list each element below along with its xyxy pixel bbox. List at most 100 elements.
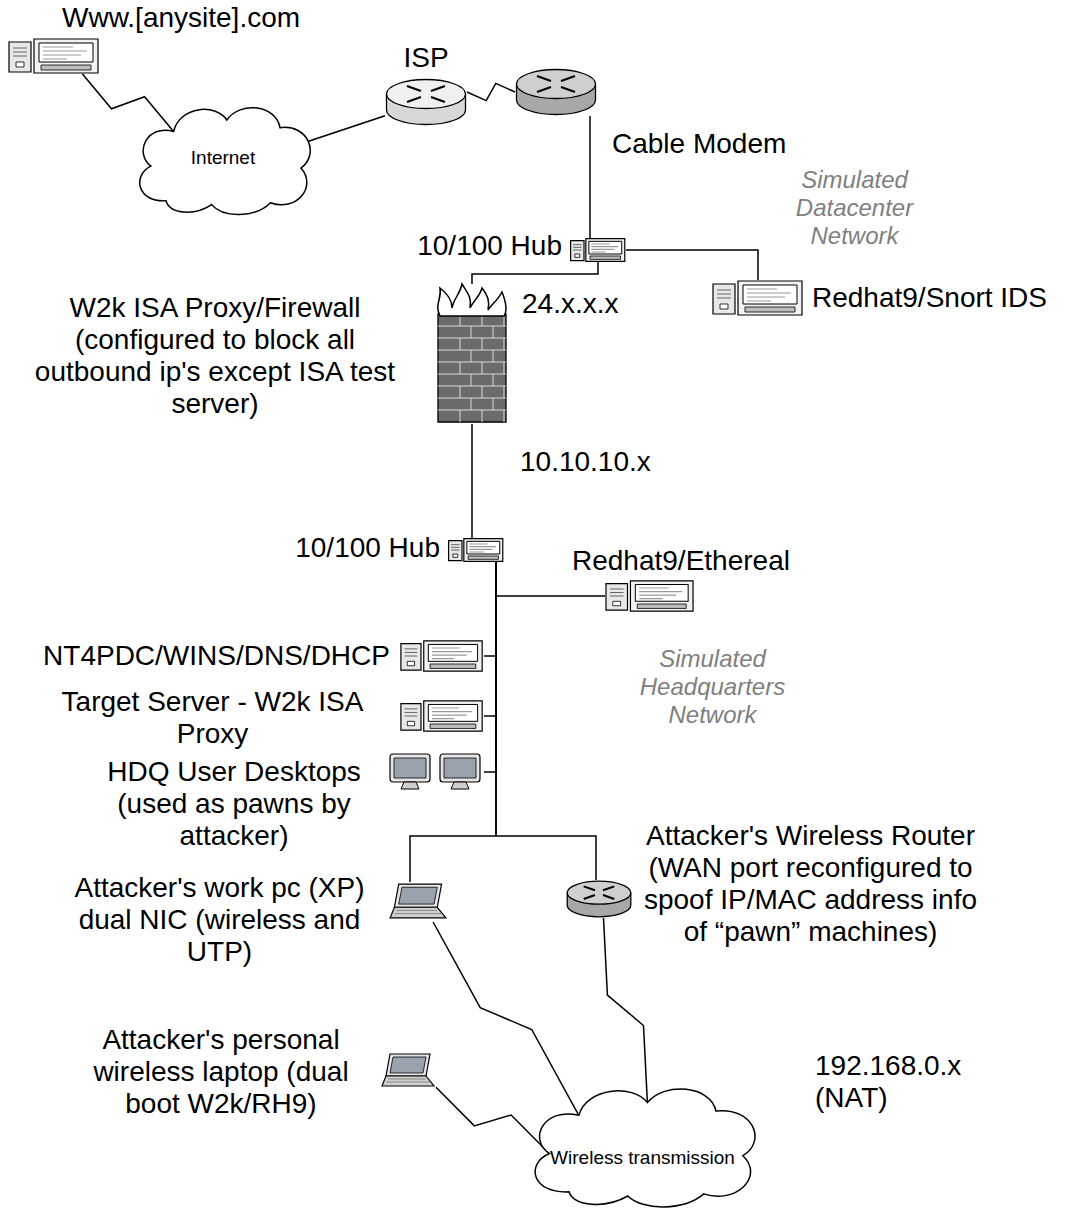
icon-part bbox=[438, 338, 506, 339]
ids-server: Redhat9/Snort IDS bbox=[712, 280, 804, 316]
icon-part bbox=[637, 604, 686, 608]
icon-part bbox=[453, 554, 458, 557]
target-server: Target Server - W2k ISA Proxy bbox=[400, 700, 484, 732]
domain-controller-icon bbox=[400, 640, 484, 672]
icon-part bbox=[504, 386, 505, 398]
icon-part bbox=[43, 47, 87, 59]
ids-server-icon bbox=[712, 280, 804, 316]
network-cable bbox=[484, 562, 496, 716]
network-cable bbox=[309, 116, 386, 142]
isp-router-icon bbox=[385, 78, 467, 126]
device-label: ISP bbox=[403, 42, 448, 74]
icon-part bbox=[407, 86, 445, 102]
web-server: Www.[anysite].com bbox=[8, 38, 100, 74]
icon-part bbox=[535, 1089, 755, 1207]
icon-part bbox=[386, 1079, 430, 1082]
icon-part bbox=[405, 709, 418, 716]
icon-part bbox=[471, 350, 472, 362]
icon-part bbox=[468, 556, 498, 559]
icon-part bbox=[482, 410, 483, 422]
icon-part bbox=[743, 285, 797, 304]
icon-part bbox=[428, 644, 477, 661]
wireless-cloud: Wireless transmission bbox=[520, 1075, 765, 1213]
icon-part bbox=[424, 701, 482, 731]
icon-part bbox=[449, 541, 462, 561]
firewall: W2k ISA Proxy/Firewall (configured to bl… bbox=[432, 284, 512, 424]
target-server-icon bbox=[400, 700, 484, 732]
device-label: Redhat9/Snort IDS bbox=[812, 282, 1047, 314]
wireless-link bbox=[467, 83, 515, 100]
icon-part bbox=[394, 884, 441, 907]
subnet-label: 192.168.0.x (NAT) bbox=[815, 1050, 1000, 1114]
icon-part bbox=[438, 350, 506, 351]
cable-modem: Cable Modem bbox=[515, 68, 597, 116]
sniffer-server: Redhat9/Ethereal bbox=[605, 580, 695, 612]
cable-modem-icon bbox=[515, 68, 597, 116]
icon-part bbox=[571, 241, 584, 261]
device-label: Cable Modem bbox=[612, 128, 786, 160]
network-zone-label: Simulated Headquarters Network bbox=[615, 645, 810, 729]
icon-part bbox=[504, 338, 505, 350]
icon-part bbox=[517, 70, 596, 99]
icon-part bbox=[745, 307, 795, 312]
icon-part bbox=[394, 910, 441, 913]
icon-part bbox=[438, 362, 506, 363]
icon-part bbox=[591, 244, 618, 252]
isp-router: ISP bbox=[385, 78, 467, 126]
icon-part bbox=[606, 584, 628, 611]
icon-part bbox=[469, 544, 496, 552]
icon-part bbox=[738, 281, 802, 315]
icon-part bbox=[493, 398, 494, 410]
subnet-label: 10.10.10.x bbox=[520, 446, 651, 478]
network-cable bbox=[484, 562, 496, 772]
icon-part bbox=[401, 704, 421, 731]
icon-part bbox=[451, 545, 460, 550]
hub-icon bbox=[570, 238, 626, 262]
icon-part bbox=[386, 1054, 430, 1076]
network-zone-label: Simulated Datacenter Network bbox=[772, 166, 937, 250]
network-cable bbox=[472, 262, 598, 284]
icon-part bbox=[438, 386, 506, 387]
device-label: Attacker's work pc (XP) dual NIC (wirele… bbox=[59, 872, 380, 968]
device-label: Target Server - W2k ISA Proxy bbox=[35, 686, 390, 750]
wireless-router-icon bbox=[566, 880, 632, 918]
icon-part bbox=[460, 386, 461, 398]
icon-part bbox=[471, 398, 472, 410]
icon-part bbox=[589, 241, 622, 254]
icon-part bbox=[493, 350, 494, 362]
icon-part bbox=[613, 601, 621, 605]
icon-part bbox=[482, 338, 483, 350]
icon-part bbox=[424, 641, 482, 671]
icon-part bbox=[471, 326, 472, 338]
icon-part bbox=[471, 374, 472, 386]
device-label: W2k ISA Proxy/Firewall (configured to bl… bbox=[18, 292, 412, 420]
icon-part bbox=[460, 338, 461, 350]
icon-part bbox=[537, 76, 575, 92]
icon-part bbox=[584, 886, 615, 899]
icon-part bbox=[504, 410, 505, 422]
icon-part bbox=[438, 398, 506, 399]
icon-part bbox=[493, 374, 494, 386]
icon-part bbox=[438, 326, 506, 327]
icon-part bbox=[493, 326, 494, 338]
device-label: HDQ User Desktops (used as pawns by atta… bbox=[88, 756, 380, 852]
device-label: 10/100 Hub bbox=[417, 230, 562, 262]
icon-part bbox=[717, 290, 731, 298]
icon-part bbox=[630, 581, 693, 611]
cloud-label: Internet bbox=[191, 147, 255, 169]
network-cable bbox=[496, 562, 596, 880]
icon-part bbox=[9, 42, 31, 72]
wireless-link bbox=[83, 74, 174, 132]
cloud-label: Wireless transmission bbox=[550, 1147, 735, 1169]
network-cable bbox=[626, 250, 758, 280]
icon-part bbox=[394, 758, 426, 778]
hub: 10/100 Hub bbox=[448, 538, 504, 562]
icon-part bbox=[590, 256, 620, 259]
icon-part bbox=[573, 245, 582, 250]
wireless-link bbox=[436, 1087, 549, 1153]
icon-part bbox=[467, 541, 500, 554]
icon-part bbox=[34, 39, 98, 73]
icon-part bbox=[390, 907, 446, 918]
icon-part bbox=[405, 649, 418, 656]
network-cable bbox=[410, 562, 496, 882]
